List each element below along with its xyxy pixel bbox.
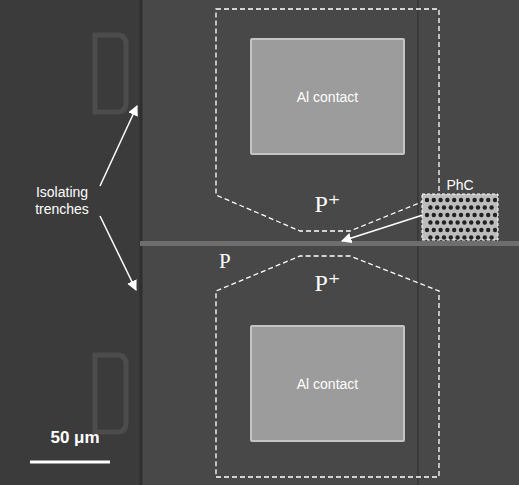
- leader-arrow: [100, 106, 137, 186]
- leader-arrow: [100, 216, 136, 290]
- p-plus-region: P⁺ Al contact: [215, 8, 440, 232]
- device-region: [140, 0, 519, 485]
- trench-label: Isolating trenches: [22, 184, 102, 218]
- doping-label: P⁺: [314, 190, 340, 218]
- al-contact-pad: Al contact: [250, 38, 405, 155]
- faint-mark: [95, 35, 126, 112]
- pad-label: Al contact: [297, 376, 358, 392]
- outer-region: [0, 0, 140, 485]
- scale-label: 50 μm: [30, 428, 120, 448]
- scale-bar: [30, 461, 110, 464]
- doping-label: P⁺: [314, 269, 340, 297]
- faint-mark: [95, 355, 126, 432]
- phc-inset: PhC: [420, 174, 500, 242]
- p-plus-region: P⁺ Al contact: [215, 255, 440, 478]
- inset-label: PhC: [446, 177, 473, 193]
- leader-arrow: [342, 214, 426, 241]
- al-contact-pad: Al contact: [250, 325, 405, 442]
- phc-waveguide: [140, 241, 519, 246]
- doping-label: P: [219, 249, 231, 274]
- pad-label: Al contact: [297, 89, 358, 105]
